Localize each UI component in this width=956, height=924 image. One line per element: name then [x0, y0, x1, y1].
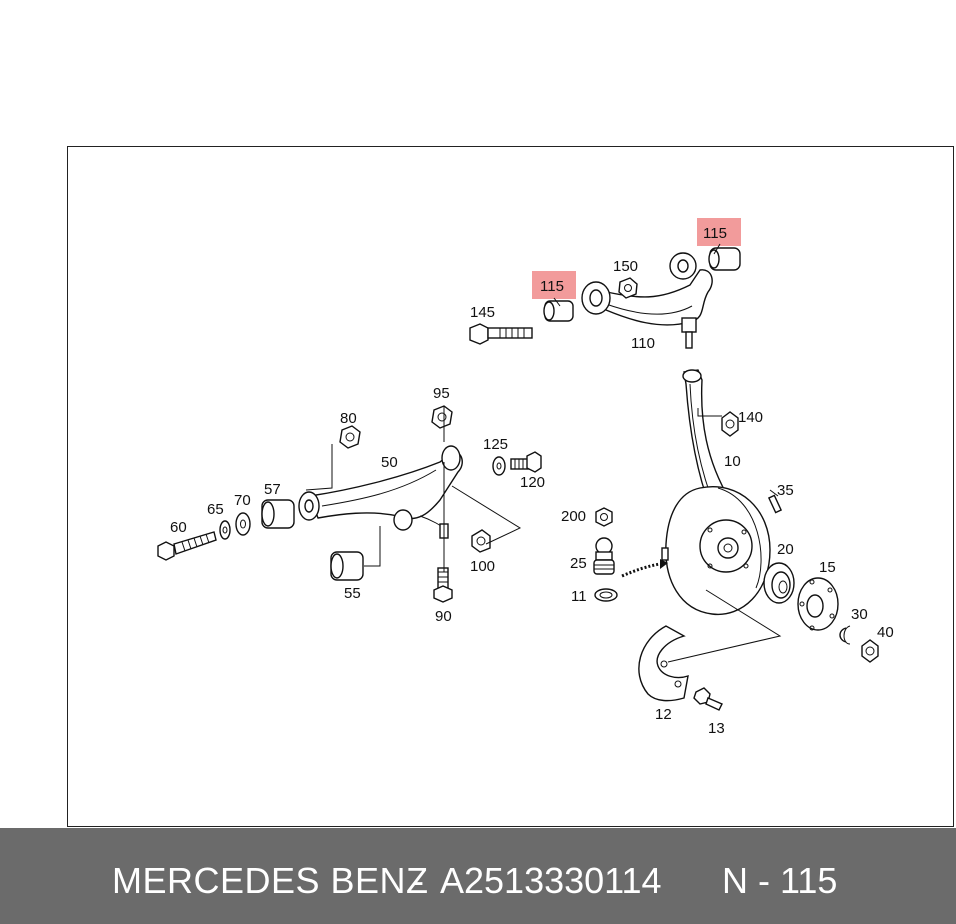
dowel-pin-35 — [767, 494, 783, 514]
label-13: 13 — [708, 720, 725, 737]
footer-separator: - — [412, 860, 424, 901]
label-80: 80 — [340, 410, 357, 427]
label-35: 35 — [777, 482, 794, 499]
label-40: 40 — [877, 624, 894, 641]
brake-disc-10 — [661, 486, 771, 616]
bolt-120 — [510, 451, 542, 473]
label-57: 57 — [264, 481, 281, 498]
label-90: 90 — [435, 608, 452, 625]
label-65: 65 — [207, 501, 224, 518]
bolt-145 — [469, 323, 533, 345]
callout-labels: 115 115 150 145 110 95 80 125 50 120 140… — [170, 225, 894, 737]
footer-brand: MERCEDES BENZ — [112, 860, 429, 901]
washer-125 — [492, 456, 506, 476]
label-55: 55 — [344, 585, 361, 602]
label-120: 120 — [520, 474, 545, 491]
label-115-right: 115 — [703, 225, 727, 242]
label-10: 10 — [724, 453, 741, 470]
bushing-57 — [261, 499, 295, 529]
bolt-90 — [433, 567, 453, 603]
hub-15 — [797, 577, 839, 631]
washer-65 — [219, 520, 231, 540]
label-145: 145 — [470, 304, 495, 321]
nut-150 — [618, 277, 638, 299]
ball-joint-25 — [593, 537, 615, 575]
bushing-115-right — [697, 218, 741, 271]
label-125: 125 — [483, 436, 508, 453]
nut-100 — [471, 529, 491, 553]
bolt-13 — [693, 687, 723, 711]
upper-control-arm — [581, 252, 713, 349]
label-25: 25 — [570, 555, 587, 572]
nut-95 — [431, 405, 453, 429]
label-100: 100 — [470, 558, 495, 575]
footer-bar: MERCEDES BENZ - A2513330114 N - 115 — [0, 828, 956, 924]
seal-11 — [594, 588, 618, 602]
washer-70 — [235, 512, 251, 536]
diagram-frame — [67, 146, 954, 827]
circlip-30 — [839, 625, 851, 645]
nut-200 — [595, 507, 613, 527]
label-11: 11 — [571, 588, 587, 605]
label-12: 12 — [655, 706, 672, 723]
parts-diagram: 115 115 150 145 110 95 80 125 50 120 140… — [157, 218, 894, 737]
label-115-left: 115 — [540, 278, 564, 295]
nut-80 — [339, 425, 361, 449]
dust-shield-12 — [638, 625, 689, 702]
label-110: 110 — [631, 335, 655, 352]
label-150: 150 — [613, 258, 638, 275]
nut-140 — [721, 411, 739, 437]
bearing-20 — [763, 562, 795, 604]
label-70: 70 — [234, 492, 251, 509]
label-200: 200 — [561, 508, 586, 525]
label-95: 95 — [433, 385, 450, 402]
label-15: 15 — [819, 559, 836, 576]
label-140: 140 — [738, 409, 763, 426]
label-50: 50 — [381, 454, 398, 471]
bushing-55 — [330, 551, 364, 581]
bolt-60 — [157, 531, 217, 561]
footer-reference: N - 115 — [722, 860, 838, 901]
label-60: 60 — [170, 519, 187, 536]
nut-40 — [861, 639, 879, 663]
lower-control-arm — [298, 445, 463, 539]
bushing-115-left — [532, 271, 576, 322]
leader-lines — [305, 243, 782, 663]
label-20: 20 — [777, 541, 794, 558]
label-30: 30 — [851, 606, 868, 623]
footer-part-number: A2513330114 — [440, 860, 662, 901]
assembly-arrow — [621, 559, 668, 578]
